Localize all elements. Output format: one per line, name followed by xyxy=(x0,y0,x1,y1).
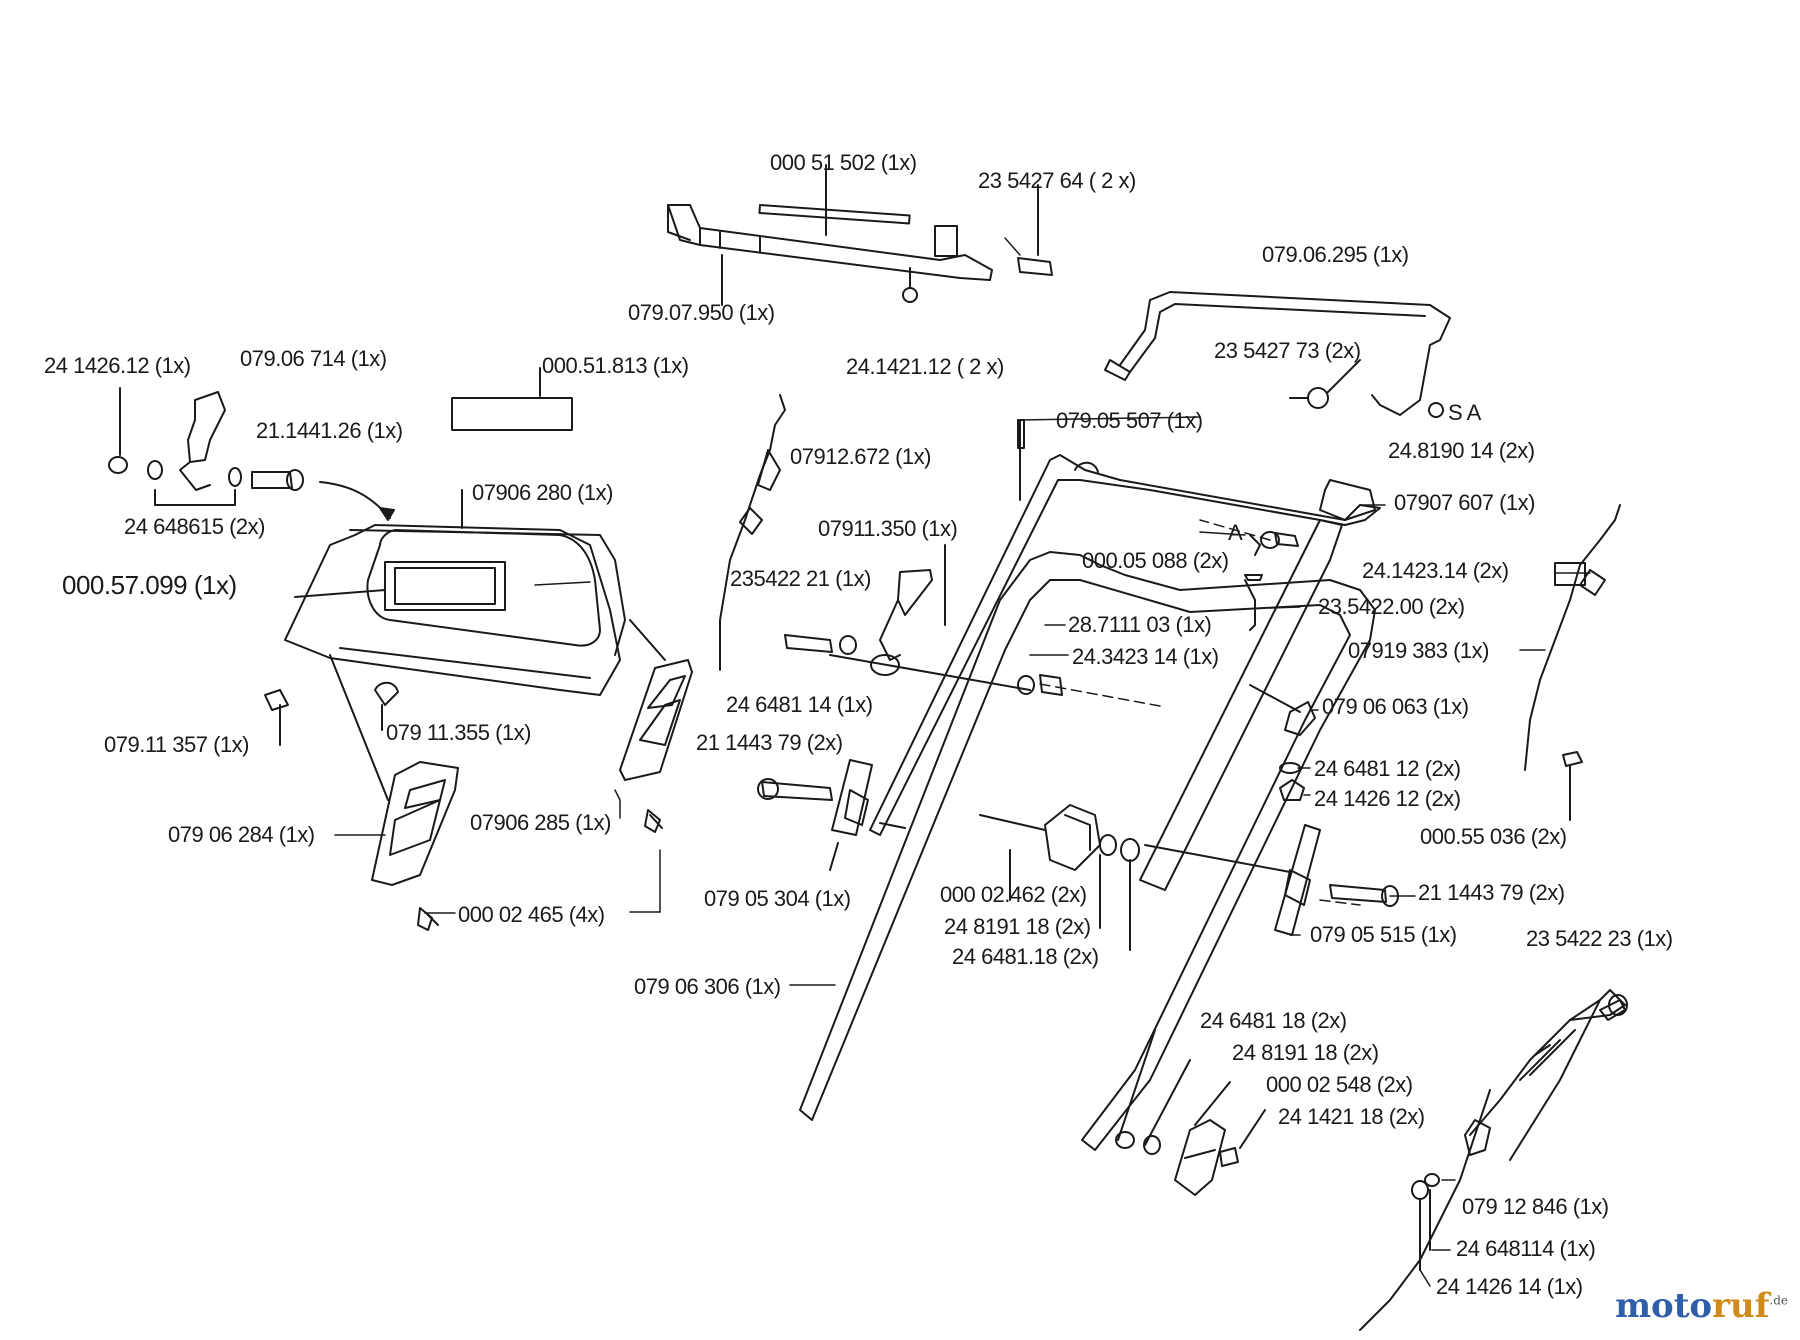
part-label-079-11-357: 079.11 357 (1x) xyxy=(104,732,249,757)
cap-part xyxy=(1563,752,1582,766)
part-label-000-55-036: 000.55 036 (2x) xyxy=(1420,824,1567,849)
watermark-part2: ruf xyxy=(1712,1286,1770,1326)
side-cover-right-part xyxy=(620,620,692,832)
part-label-079-06-063: 079 06 063 (1x) xyxy=(1322,694,1469,719)
spacer-part xyxy=(980,805,1139,950)
part-label-079-11-355: 079 11.355 (1x) xyxy=(386,720,531,745)
bolt-left-part xyxy=(762,782,832,800)
clamp-part xyxy=(1116,1030,1265,1195)
part-label-23-5422-00: 23.5422.00 (2x) xyxy=(1318,594,1465,619)
part-label-079-06-280: 07906 280 (1x) xyxy=(472,480,614,505)
part-label-24-6481-14-1x: 24 648114 (1x) xyxy=(1456,1236,1596,1261)
part-label-000-51-502: 000 51 502 (1x) xyxy=(770,150,917,175)
cover-part xyxy=(285,490,625,695)
part-label-24-1426-14: 24 1426 14 (1x) xyxy=(1436,1274,1583,1299)
lever-part xyxy=(785,545,1030,690)
part-label-24-6481-18-2: 24 6481 18 (2x) xyxy=(1200,1008,1347,1033)
part-label-23-5422-23: 23 5422 23 (1x) xyxy=(1526,926,1673,951)
part-label-24-8191-18-2: 24 8191 18 (2x) xyxy=(1232,1040,1379,1065)
watermark-part1: moto xyxy=(1615,1286,1713,1326)
part-label-23-5427-64: 23 5427 64 ( 2 x) xyxy=(978,168,1136,193)
lever-linkage-part xyxy=(109,388,394,520)
part-label-079-12-672: 07912.672 (1x) xyxy=(790,444,932,469)
part-label-079-06-306: 079 06 306 (1x) xyxy=(634,974,781,999)
clip-part-2 xyxy=(375,683,398,705)
clip-part xyxy=(265,690,288,710)
part-label-079-12-846: 079 12 846 (1x) xyxy=(1462,1194,1609,1219)
part-label-000-02-465: 000 02 465 (4x) xyxy=(458,902,605,927)
side-cover-left-part xyxy=(330,655,458,930)
cable-part xyxy=(720,395,785,670)
part-label-079-06-714: 079.06 714 (1x) xyxy=(240,346,387,371)
part-label-24-6481-14: 24 6481 14 (1x) xyxy=(726,692,873,717)
part-label-079-05-515: 079 05 515 (1x) xyxy=(1310,922,1457,947)
part-label-a: A xyxy=(1228,520,1243,545)
part-label-24-3423-14: 24.3423 14 (1x) xyxy=(1072,644,1219,669)
part-label-24-1423-14: 24.1423.14 (2x) xyxy=(1362,558,1509,583)
knob-right-part xyxy=(1145,825,1398,935)
part-label-24-1421-18: 24 1421 18 (2x) xyxy=(1278,1104,1425,1129)
part-label-24-6481-12: 24 6481 12 (2x) xyxy=(1314,756,1461,781)
part-label-24-1421-12: 24.1421.12 ( 2 x) xyxy=(846,354,1004,379)
part-label-079-05-507: 079.05 507 (1x) xyxy=(1056,408,1203,433)
part-label-24-6481-18: 24 6481.18 (2x) xyxy=(952,944,1099,969)
part-label-000-02-548: 000 02 548 (2x) xyxy=(1266,1072,1413,1097)
middle-handle-part xyxy=(870,455,1380,890)
part-label-24-1426-12: 24 1426.12 (1x) xyxy=(44,353,191,378)
part-label-000-57-099: 000.57.099 (1x) xyxy=(62,570,237,600)
part-label-28-7111-03: 28.7111 03 (1x) xyxy=(1068,612,1212,637)
part-label-21-1443-79-left: 21 1443 79 (2x) xyxy=(696,730,843,755)
cable-right-part xyxy=(1525,505,1620,770)
knob-left-part xyxy=(830,760,872,870)
part-label-21-1441-26: 21.1441.26 (1x) xyxy=(256,418,403,443)
part-label-s-a: S A xyxy=(1448,400,1481,425)
part-label-079-07-607: 07907 607 (1x) xyxy=(1394,490,1536,515)
part-label-000-02-462: 000 02.462 (2x) xyxy=(940,882,1087,907)
part-label-079-11-350: 07911.350 (1x) xyxy=(818,516,958,541)
part-label-079-06-285: 07906 285 (1x) xyxy=(470,810,612,835)
label-plate-part xyxy=(452,398,572,430)
watermark-suffix: .de xyxy=(1769,1293,1788,1308)
top-rail-part xyxy=(668,165,1052,305)
part-label-21-1443-79-right: 21 1443 79 (2x) xyxy=(1418,880,1565,905)
part-label-000-51-813: 000.51.813 (1x) xyxy=(542,353,689,378)
upper-handle-part xyxy=(1105,292,1450,417)
part-label-079-05-304: 079 05 304 (1x) xyxy=(704,886,851,911)
part-label-24-8190-14: 24.8190 14 (2x) xyxy=(1388,438,1535,463)
part-label-079-06-295: 079.06.295 (1x) xyxy=(1262,242,1409,267)
part-label-079-07-950: 079.07.950 (1x) xyxy=(628,300,775,325)
part-label-079-19-383: 07919 383 (1x) xyxy=(1348,638,1490,663)
cable-bottom-part xyxy=(1360,990,1627,1330)
part-label-079-06-284: 079 06 284 (1x) xyxy=(168,822,315,847)
part-label-23-5422-21: 235422 21 (1x) xyxy=(730,566,872,591)
part-label-24-6486-15: 24 648615 (2x) xyxy=(124,514,266,539)
part-label-000-05-088: 000.05 088 (2x) xyxy=(1082,548,1229,573)
clip-063-part xyxy=(1285,702,1315,735)
part-label-24-8191-18: 24 8191 18 (2x) xyxy=(944,914,1091,939)
watermark-logo: motoruf.de xyxy=(1615,1286,1788,1326)
part-label-24-1426-12-2x: 24 1426 12 (2x) xyxy=(1314,786,1461,811)
part-label-23-5427-73: 23 5427 73 (2x) xyxy=(1214,338,1361,363)
